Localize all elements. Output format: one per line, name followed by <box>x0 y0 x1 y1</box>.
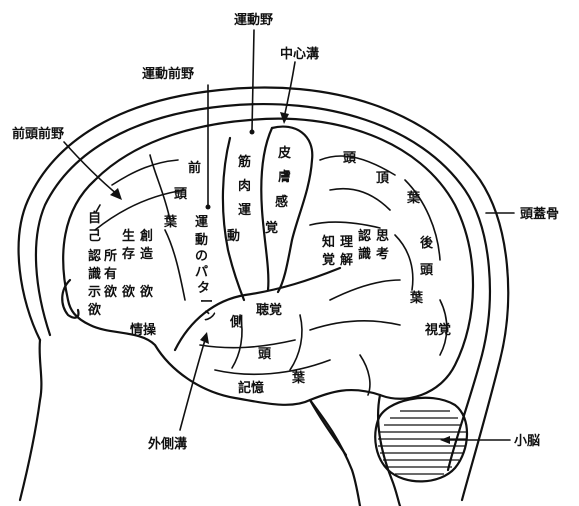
label-create-2: 造 <box>140 246 154 262</box>
gyrus-line <box>310 321 400 330</box>
label-understand-1: 理 <box>340 235 353 250</box>
label-frontal-lobe-3: 葉 <box>163 214 178 230</box>
label-pattern-2: 動 <box>195 232 208 248</box>
gyrus-line <box>395 235 413 290</box>
label-temporal-lobe-2: 頭 <box>258 347 272 362</box>
gyrus-line <box>330 280 400 300</box>
label-pattern-7: ン <box>203 309 216 324</box>
label-cognition-2: 覚 <box>321 252 335 268</box>
label-cerebellum: 小脳 <box>514 434 540 449</box>
label-occipital-lobe-1: 後 <box>420 235 434 251</box>
gyrus-line <box>330 189 390 210</box>
label-create-1: 創 <box>139 228 153 244</box>
gyrus-line <box>112 160 178 185</box>
label-skin-3: 感 <box>275 194 288 210</box>
leader-central-sulcus <box>284 62 295 118</box>
label-display-2: 欲 <box>87 302 101 318</box>
label-think-1: 思 <box>376 229 389 244</box>
label-muscle-4: 動 <box>227 228 240 244</box>
eye-socket-mark <box>62 280 78 318</box>
label-frontal-lobe-2: 頭 <box>174 187 188 202</box>
label-muscle-2: 肉 <box>238 178 251 194</box>
label-parietal-lobe-3: 葉 <box>406 190 421 206</box>
label-recognize-1: 認 <box>358 228 371 244</box>
label-central-sulcus: 中心溝 <box>280 46 319 62</box>
label-muscle-1: 筋 <box>237 154 251 170</box>
leader-lateral-sulcus <box>180 340 205 430</box>
face-outline <box>20 340 41 500</box>
label-skull: 頭蓋骨 <box>520 206 559 222</box>
label-muscle-3: 運 <box>238 203 251 218</box>
label-survive-3: 欲 <box>121 284 135 300</box>
label-lateral-sulcus: 外側溝 <box>147 436 187 452</box>
label-pattern-4: パ <box>195 265 208 280</box>
label-understand-2: 解 <box>339 252 353 268</box>
leader-motor-area <box>252 30 254 130</box>
label-survive-1: 生 <box>122 228 135 244</box>
gyrus-line <box>290 315 302 370</box>
label-vision: 視覚 <box>424 322 451 338</box>
label-motor-area: 運動野 <box>234 12 273 28</box>
label-memory: 記憶 <box>238 380 264 396</box>
label-pattern-5: タ <box>197 281 210 296</box>
label-create-3: 欲 <box>139 284 153 300</box>
label-self-4: 識 <box>88 266 101 282</box>
label-skin-4: 覚 <box>264 220 278 236</box>
label-self-2: 己 <box>88 229 101 244</box>
label-prefrontal-area: 前頭前野 <box>12 126 64 142</box>
label-possess-3: 欲 <box>103 284 117 300</box>
brain-stem-back <box>378 395 400 506</box>
label-skin-1: 皮 <box>277 145 291 161</box>
label-emotion: 情操 <box>130 322 156 338</box>
gyrus-line <box>200 340 295 348</box>
label-pattern-1: 運 <box>195 215 208 230</box>
label-occipital-lobe-3: 葉 <box>409 290 424 306</box>
label-temporal-lobe-1: 側 <box>229 314 243 330</box>
label-pattern-3: の <box>195 249 208 264</box>
label-think-2: 考 <box>376 246 389 262</box>
label-parietal-lobe-1: 頭 <box>343 151 357 166</box>
gyrus-line <box>165 230 185 300</box>
label-cognition-1: 知 <box>322 234 335 250</box>
label-temporal-lobe-3: 葉 <box>291 370 306 386</box>
label-pattern-6: ー <box>200 295 213 310</box>
brain-stem <box>310 400 360 506</box>
label-premotor-area: 運動前野 <box>142 66 194 82</box>
label-parietal-lobe-2: 頂 <box>376 171 390 186</box>
label-self-1: 自 <box>88 210 101 226</box>
label-skin-2: 膚 <box>278 169 291 185</box>
central-sulcus <box>261 128 272 290</box>
label-self-3: 認 <box>88 248 101 264</box>
gyrus-line <box>310 222 380 228</box>
label-frontal-lobe-1: 前 <box>188 160 201 176</box>
label-survive-2: 存 <box>122 246 135 262</box>
label-hearing: 聴覚 <box>256 302 282 318</box>
gyrus-line <box>150 155 170 220</box>
label-recognize-2: 識 <box>358 246 371 262</box>
label-occipital-lobe-2: 頭 <box>420 263 434 278</box>
label-possess-1: 所 <box>104 248 117 264</box>
label-possess-2: 有 <box>104 266 117 282</box>
brain-stem-front <box>310 400 346 455</box>
label-display-1: 示 <box>88 285 101 300</box>
gyrus-line <box>360 355 370 395</box>
